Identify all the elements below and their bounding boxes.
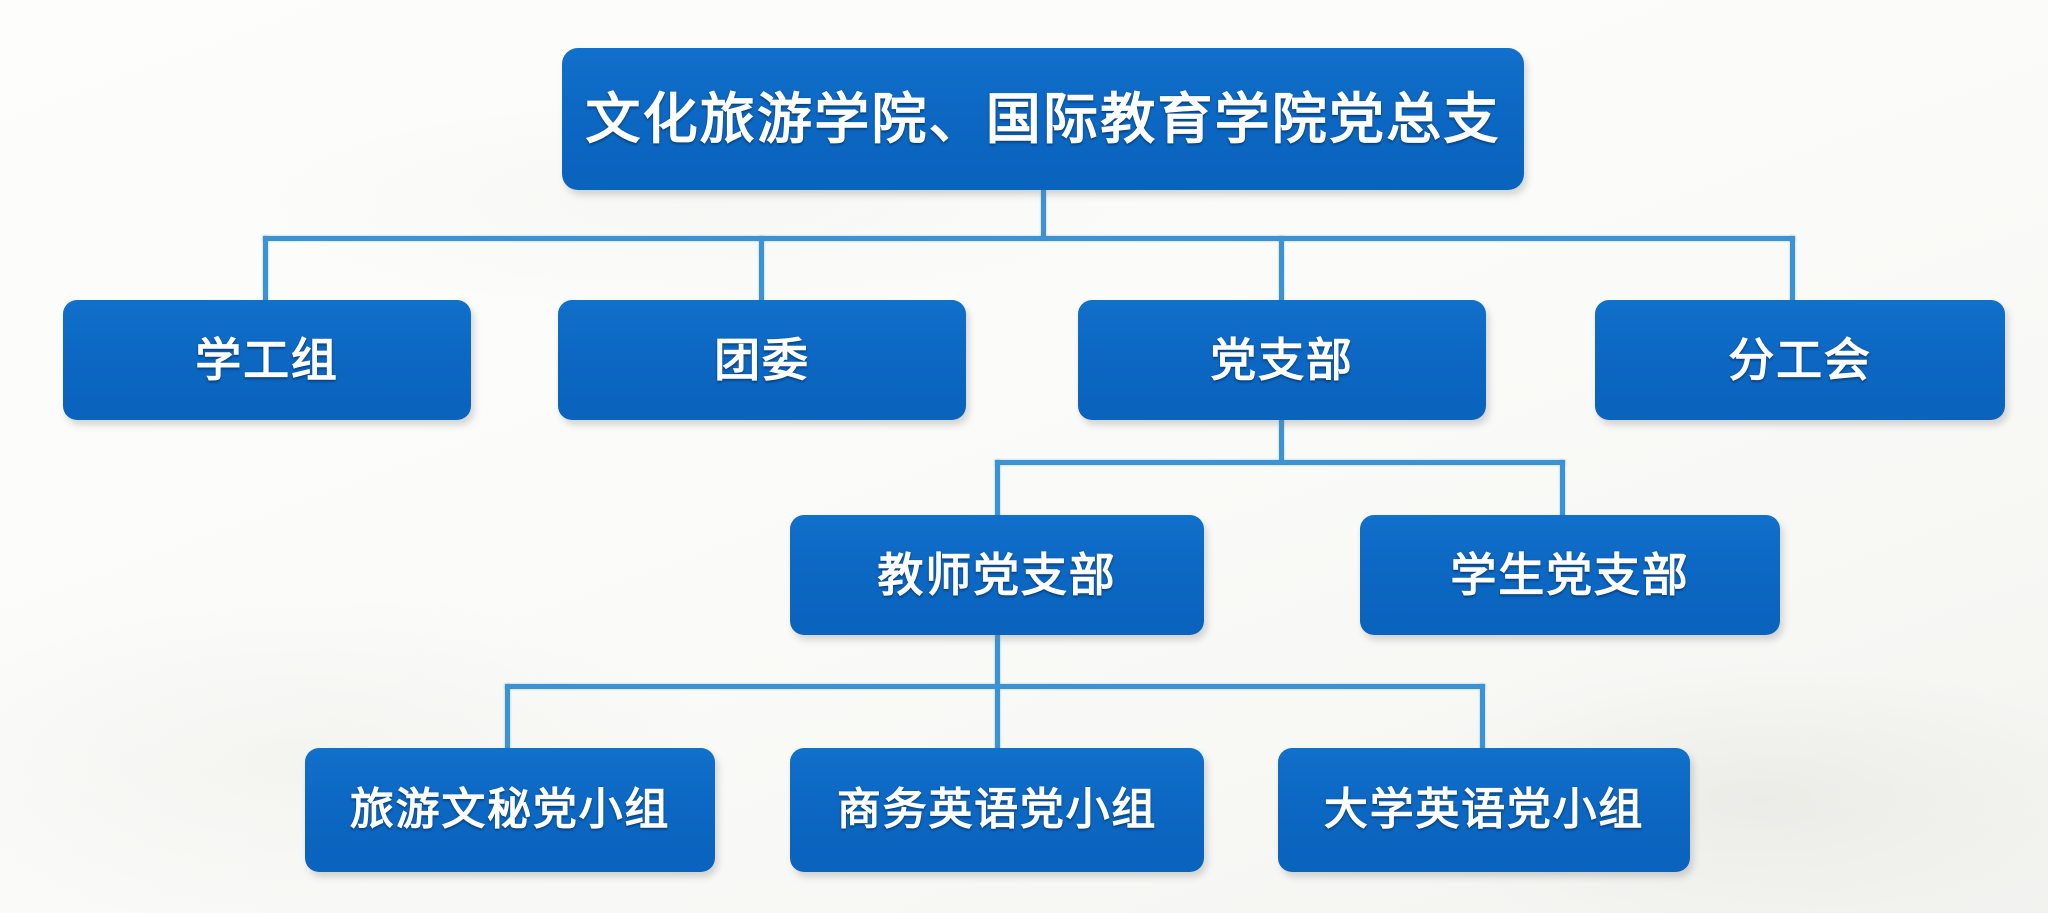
org-node-root[interactable]: 文化旅游学院、国际教育学院党总支 (562, 48, 1524, 190)
org-node-xuesheng-label: 学生党支部 (1450, 547, 1690, 602)
org-node-xuesheng-dangzhibu[interactable]: 学生党支部 (1360, 515, 1780, 635)
org-node-root-label: 文化旅游学院、国际教育学院党总支 (585, 86, 1501, 151)
connector-root-stem (1041, 190, 1046, 240)
connector-drop-xuegong (263, 236, 268, 302)
org-node-tuanwei[interactable]: 团委 (558, 300, 966, 420)
org-node-jiaoshi-label: 教师党支部 (877, 547, 1117, 602)
connector-drop-xuesheng (1560, 460, 1565, 517)
connector-drop-dangzhibu (1279, 236, 1284, 302)
org-node-jiaoshi-dangzhibu[interactable]: 教师党支部 (790, 515, 1204, 635)
org-node-tuanwei-label: 团委 (714, 332, 810, 387)
connector-dangzhibu-stem (1279, 420, 1284, 464)
org-node-daxue-yingyu[interactable]: 大学英语党小组 (1278, 748, 1690, 872)
connector-drop-tuanwei (759, 236, 764, 302)
connector-jiaoshi-stem (995, 635, 1000, 750)
org-node-xuegong-label: 学工组 (195, 332, 339, 387)
connector-bar-level2 (263, 236, 1795, 241)
org-node-shangwu-label: 商务英语党小组 (836, 783, 1158, 835)
org-node-fengonghui[interactable]: 分工会 (1595, 300, 2005, 420)
org-node-fengonghui-label: 分工会 (1728, 332, 1872, 387)
org-node-daxue-label: 大学英语党小组 (1323, 783, 1645, 835)
connector-drop-fengonghui (1790, 236, 1795, 302)
org-node-shangwu-yingyu[interactable]: 商务英语党小组 (790, 748, 1204, 872)
connector-drop-jiaoshi (995, 460, 1000, 517)
connector-bar-level4 (505, 684, 1485, 689)
org-node-lvyou-label: 旅游文秘党小组 (349, 783, 671, 835)
org-node-xuegong[interactable]: 学工组 (63, 300, 471, 420)
org-node-lvyou-wenmi[interactable]: 旅游文秘党小组 (305, 748, 715, 872)
org-node-dangzhibu[interactable]: 党支部 (1078, 300, 1486, 420)
org-node-dangzhibu-label: 党支部 (1210, 332, 1354, 387)
connector-drop-lvyou (505, 684, 510, 750)
connector-drop-daxue (1480, 684, 1485, 750)
connector-bar-level3 (995, 460, 1565, 465)
